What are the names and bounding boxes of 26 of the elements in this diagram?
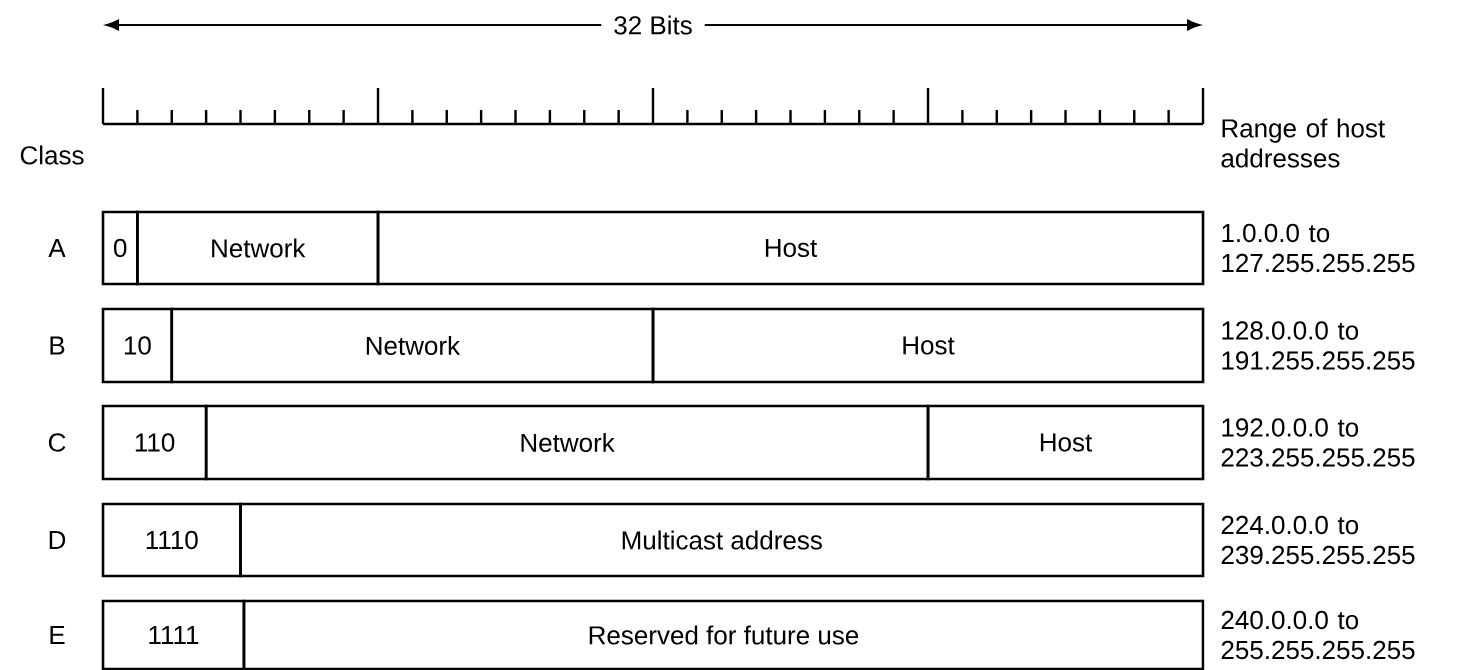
- bit-field-box: Host: [376, 210, 1205, 286]
- bit-field-box: Network: [204, 404, 930, 481]
- address-range: 240.0.0.0 to 255.255.255.255: [1221, 610, 1415, 660]
- bit-field-box: Network: [136, 210, 380, 286]
- axis-label: Class: [20, 145, 84, 165]
- class-letter: C: [48, 433, 66, 452]
- bit-field-box: 110: [101, 404, 208, 481]
- bit-field-box: Host: [926, 404, 1205, 481]
- address-range: 128.0.0.0 to 191.255.255.255: [1222, 321, 1415, 370]
- class-letter: B: [50, 336, 65, 355]
- class-letter: A: [48, 239, 66, 257]
- address-range: 224.0.0.0 to 239.255.255.255: [1221, 515, 1415, 565]
- bit-field-box: Host: [651, 307, 1205, 384]
- column-heading: Range of host addresses: [1221, 118, 1385, 168]
- bit-field-box: 1111: [101, 599, 246, 670]
- address-range: 192.0.0.0 to 223.255.255.255: [1221, 418, 1415, 467]
- bit-field-box: 0: [101, 210, 139, 286]
- bit-field-box: 1110: [101, 502, 242, 578]
- bit-field-box: Reserved for future use: [242, 599, 1205, 670]
- bit-field-box: Multicast address: [239, 502, 1205, 578]
- class-letter: D: [49, 531, 66, 549]
- dimension-label: 32 Bits: [601, 13, 705, 37]
- bit-field-box: 10: [101, 307, 174, 384]
- bit-field-box: Network: [170, 307, 655, 384]
- class-letter: E: [50, 626, 65, 644]
- address-range: 1.0.0.0 to 127.255.255.255: [1222, 223, 1415, 273]
